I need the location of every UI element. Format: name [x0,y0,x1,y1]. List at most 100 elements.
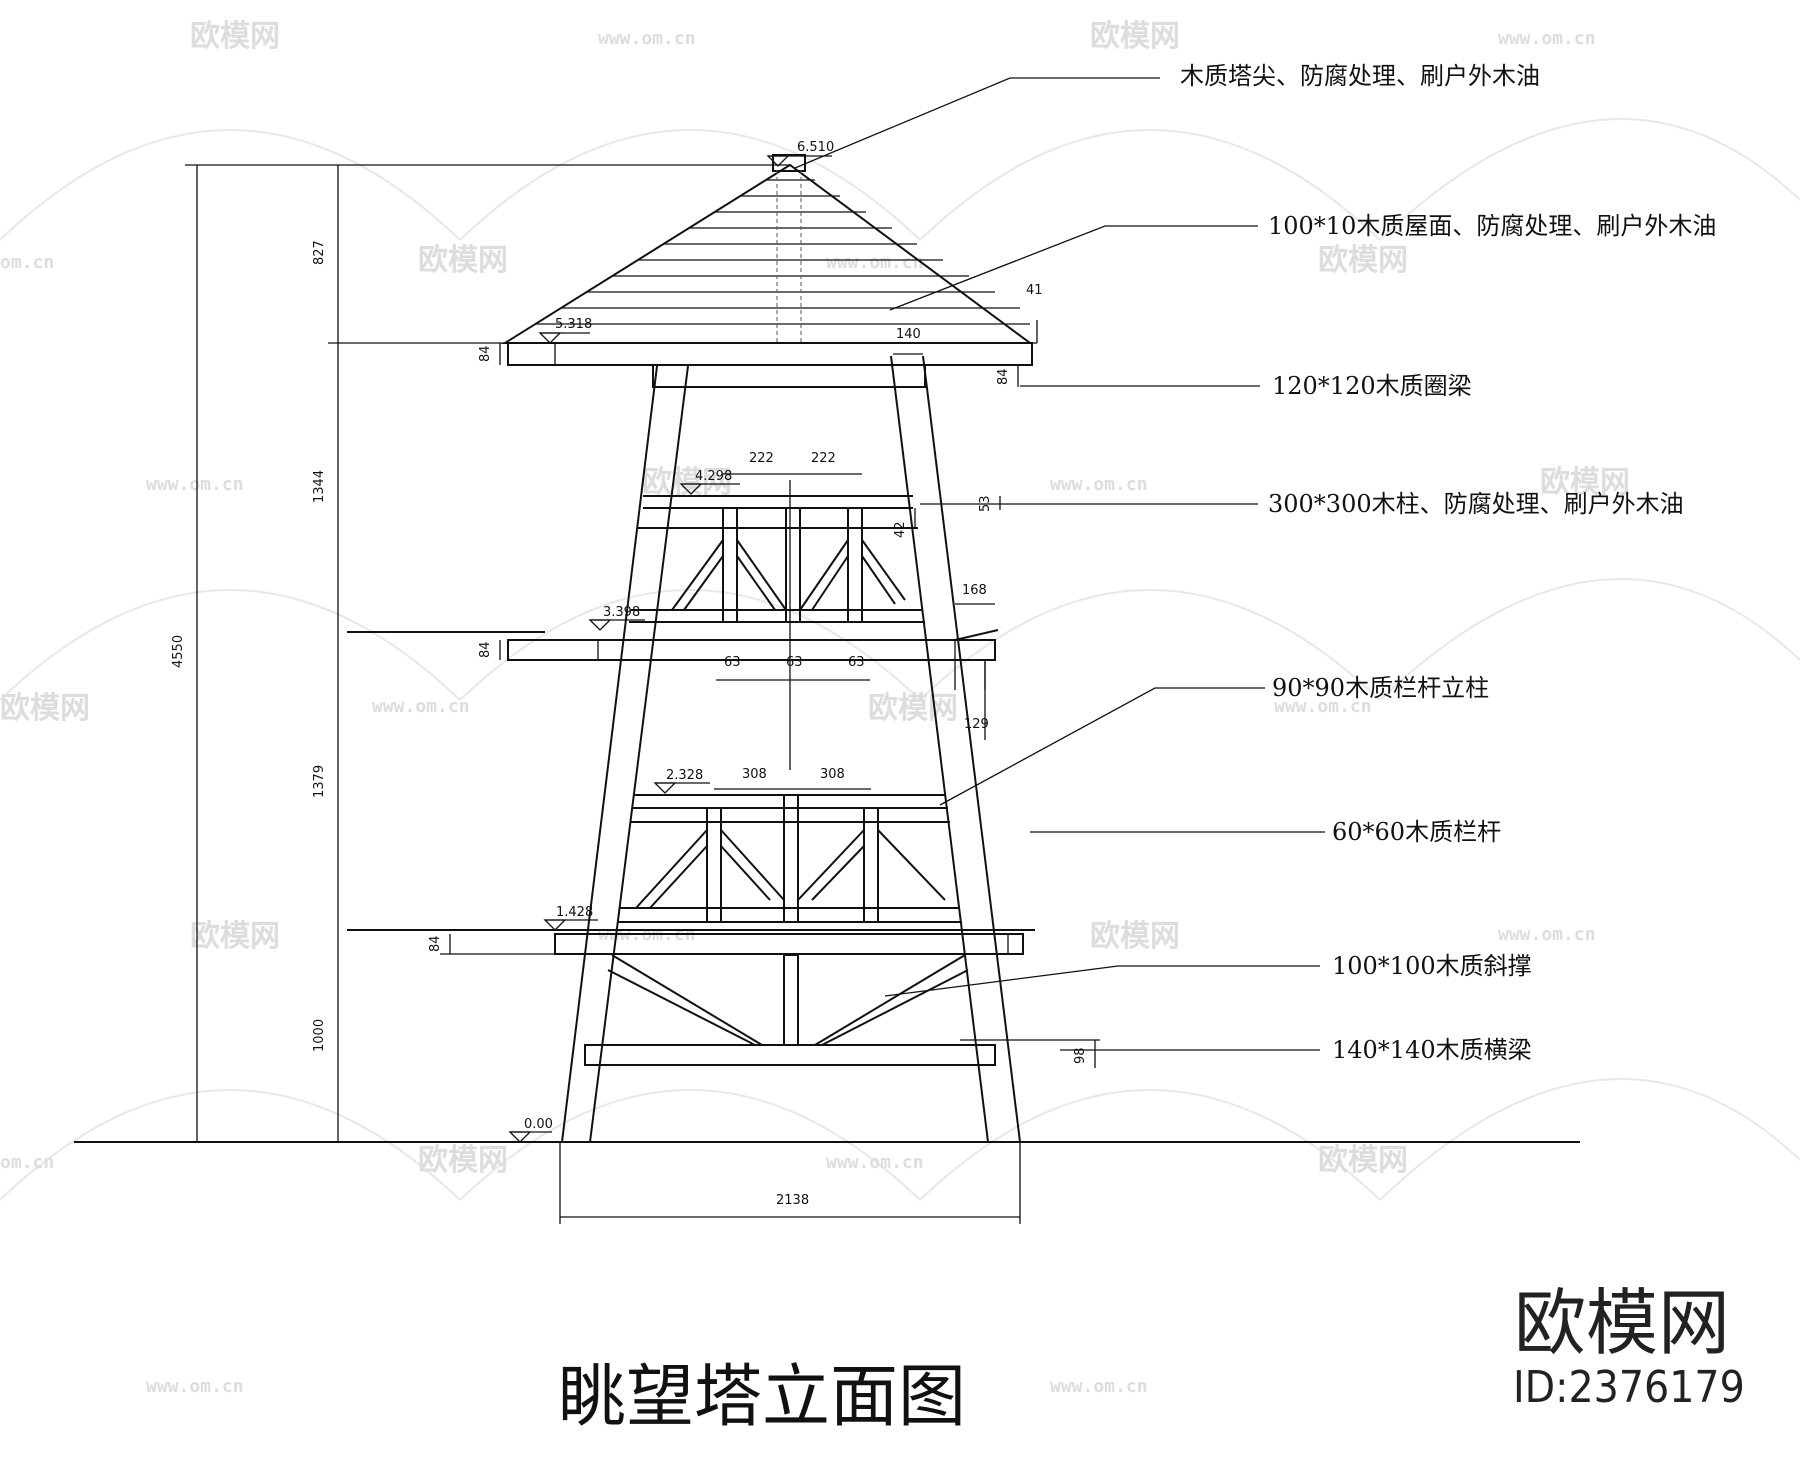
elevation-triangle [588,619,612,631]
watermark-url: www.om.cn [1498,924,1596,945]
label-main-columns: 300*300木柱、防腐处理、刷户外木油 [1268,490,1684,518]
watermark-url: www.om.cn [1050,474,1148,495]
dim-slab-thickness: 84 [478,641,493,658]
roof-finial [772,154,806,172]
left-column-outer [561,365,658,1143]
lower-brace [821,969,969,1046]
dim-chain-upper: 1344 [312,470,327,503]
elevation-triangle [538,332,562,344]
watermark-url: www.om.cn [598,28,696,49]
ring-beam [652,364,926,388]
elevation-label: 1.428 [556,905,593,920]
lower-brace [611,954,763,1046]
watermark-url: www.om.cn [372,696,470,717]
label-railing-rails: 60*60木质栏杆 [1332,818,1501,846]
drawing-title: 眺望塔立面图 [558,1358,966,1437]
watermark-url: www.om.cn [1498,28,1596,49]
label-tower-finial: 木质塔尖、防腐处理、刷户外木油 [1180,62,1540,90]
dim-base-width: 2138 [776,1193,809,1208]
lower-railing-brace [649,845,708,909]
dimension-texts: 4550 827 1344 1379 1000 84 84 84 84 41 1… [171,240,1088,1208]
dim-beam-depth: 98 [1073,1047,1088,1064]
elevation-triangle [508,1131,532,1143]
dim-post-width: 63 [724,655,741,670]
lower-railing-post [863,807,879,923]
elevation-label: 5.318 [555,317,592,332]
lower-brace [814,954,966,1046]
dim-slab-thickness: 84 [478,345,493,362]
elevation-marker: 1.428 [543,905,598,931]
elevation-marker: 6.510 [766,140,834,167]
dim-chain-middle: 1379 [312,765,327,798]
lower-railing-post [783,794,799,923]
dim-slab-thickness: 84 [428,935,443,952]
elevation-marker: 5.318 [538,317,592,344]
elevation-marker: 2.328 [653,768,710,794]
dim-upper-top-rail: 53 [978,495,993,512]
label-cross-beam: 140*140木质横梁 [1332,1036,1532,1064]
watermark-layer: 欧模网 www.om.cn 欧模网 www.om.cn om.cn 欧模网 ww… [0,19,1800,1397]
leader-line [884,965,1320,997]
dim-overhang-drop: 129 [964,717,989,732]
upper-railing-brace [861,539,906,601]
watermark-url: www.om.cn [1274,696,1372,717]
upper-railing-brace [736,539,787,611]
lower-railing-brace [811,845,865,901]
elevation-label: 0.00 [524,1117,553,1132]
watermark-name: 欧模网 [1090,919,1180,954]
watermark-name: 欧模网 [1090,19,1180,54]
watermark-name: 欧模网 [1540,465,1630,500]
upper-railing-post [722,507,738,623]
upper-railing-brace [811,555,849,611]
elevation-markers: 6.510 5.318 4.298 3.398 2.328 1.428 [508,140,834,1143]
right-column-inner [890,355,989,1143]
main-columns [561,355,1021,1143]
leader-line [889,225,1258,311]
watermark-url: www.om.cn [826,252,924,273]
leader-lines [794,77,1325,1051]
brand-name: 欧模网 [1514,1281,1730,1365]
watermark-name: 欧模网 [190,919,280,954]
upper-railing-brace [861,555,896,605]
dim-post-width: 63 [848,655,865,670]
right-column-outer [922,355,1021,1143]
elevation-marker: 0.00 [508,1117,553,1143]
annotation-labels: 木质塔尖、防腐处理、刷户外木油 100*10木质屋面、防腐处理、刷户外木油 12… [1180,62,1716,1064]
dim-lower-spacing: 308 [742,767,767,782]
label-diagonal-braces: 100*100木质斜撑 [1332,952,1532,980]
dim-lower-spacing: 308 [820,767,845,782]
upper-railing-brace [736,555,776,611]
watermark-name: 欧模网 [868,691,958,726]
dim-upper-spacing: 222 [811,451,836,466]
leader-line [794,77,1160,169]
elevation-label: 4.298 [695,469,732,484]
roof [501,154,1038,366]
upper-railing-post [847,507,863,623]
elevation-triangle [543,919,567,931]
dim-ring-beam-width: 140 [896,327,921,342]
brand-id: ID:2376179 [1513,1362,1745,1413]
watermark-url-short: om.cn [0,252,54,273]
roof-eave-slab [507,342,1033,366]
lower-brace [607,969,756,1046]
lower-railing-brace [720,845,771,901]
dim-upper-spacing: 222 [749,451,774,466]
lower-brace-post [783,954,799,1046]
elevation-label: 3.398 [603,605,640,620]
lower-braces [607,954,969,1046]
upper-floor-overhang [954,629,999,641]
lower-railing [618,794,962,923]
lower-railing-brace [877,829,946,901]
dim-total-height: 4550 [171,635,186,668]
watermark-arcs [0,118,1800,1201]
watermark-url: www.om.cn [146,1376,244,1397]
lower-railing-brace [797,829,865,901]
dim-post-width: 63 [786,655,803,670]
elevation-label: 6.510 [797,140,834,155]
label-ring-beam: 120*120木质圈梁 [1272,372,1472,400]
elevation-label: 2.328 [666,768,703,783]
watermark-url: www.om.cn [826,1152,924,1173]
watermark-url: www.om.cn [146,474,244,495]
elevation-marker: 3.398 [588,605,645,631]
upper-railing-post [785,507,801,623]
